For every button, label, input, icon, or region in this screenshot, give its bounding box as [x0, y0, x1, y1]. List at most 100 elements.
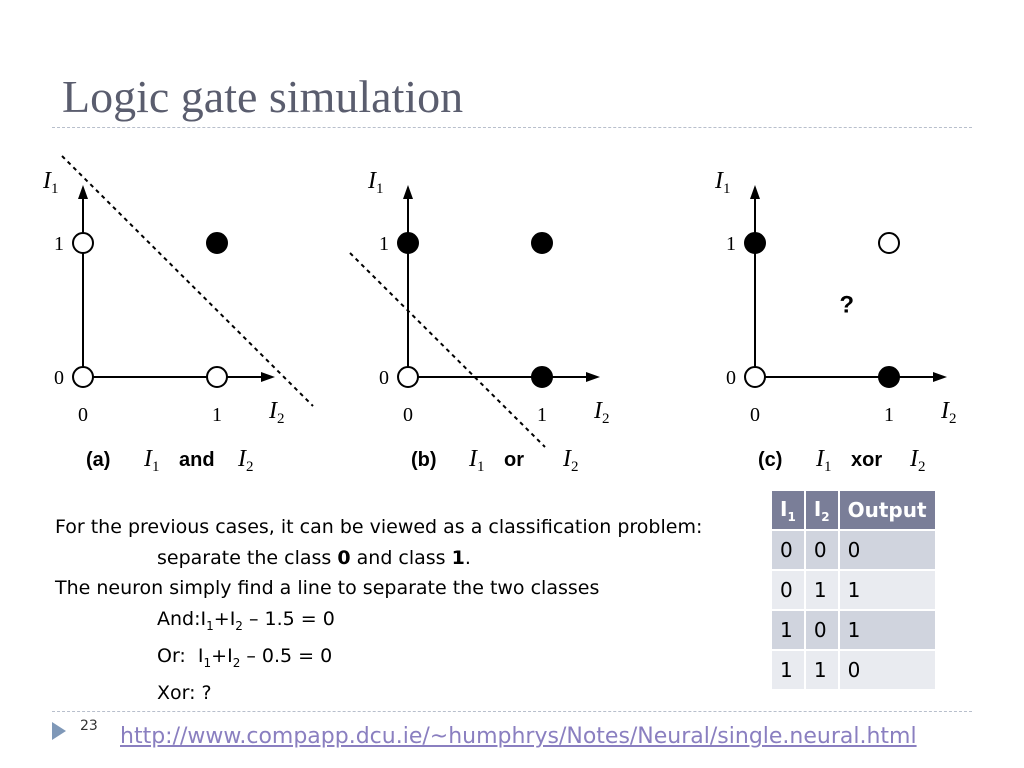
panel-1-x-tick-1: 1	[212, 404, 222, 426]
panel-3-caption-op: xor	[851, 449, 882, 471]
header-i1: I1	[770, 489, 806, 531]
eq-i2: I	[227, 644, 233, 667]
table-cell: 0	[770, 569, 806, 611]
table-cell: 0	[803, 529, 840, 571]
table-cell: 0	[837, 649, 937, 691]
eq-sub1: 1	[203, 655, 212, 670]
eq-plus: +	[213, 607, 230, 630]
panel-2-data-point	[531, 232, 553, 254]
line2-part-c: and class	[350, 546, 452, 569]
or-equation: Or: I1+I2 – 0.5 = 0	[55, 641, 702, 678]
header-output: Output	[837, 489, 937, 531]
panel-3-x-tick-1: 1	[884, 404, 894, 426]
panel-2-x-tick-1: 1	[537, 404, 547, 426]
triangle-bullet-icon	[52, 722, 66, 740]
panel-1-data-point	[206, 232, 228, 254]
header-i2-name: I	[813, 496, 822, 521]
panel-3-data-point	[878, 366, 900, 388]
panel-1-data-point	[206, 366, 228, 388]
title-divider	[52, 127, 972, 128]
panel-3-caption-var-left: I1	[815, 446, 832, 475]
table-cell: 1	[770, 649, 806, 691]
panel-3-data-point	[744, 232, 766, 254]
panel-1-data-point	[72, 232, 94, 254]
header-i2: I2	[803, 489, 840, 531]
table-cell: 1	[803, 649, 840, 691]
panel-1-y-tick-1: 1	[54, 233, 64, 255]
panel-3-y-tick-1: 1	[726, 233, 736, 255]
xor-line: Xor: ?	[157, 682, 212, 705]
footer-divider	[52, 711, 972, 712]
panel-1-x-tick-0: 0	[78, 404, 88, 426]
and-equation: And:I1+I2 – 1.5 = 0	[55, 604, 702, 641]
panel-1-caption-op: and	[179, 449, 215, 471]
panel-3-x-tick-0: 0	[750, 404, 760, 426]
panel-1-separator-line	[61, 155, 314, 407]
panel-2-separator-line	[349, 252, 546, 448]
header-i1-name: I	[780, 496, 788, 521]
eq-i2: I	[229, 607, 236, 630]
panel-3-caption-letter: (c)	[758, 449, 782, 471]
table-cell: 1	[770, 609, 806, 651]
panel-2-x-axis-label: I2	[593, 398, 610, 427]
panel-3-data-point	[744, 366, 766, 388]
table-cell: 1	[837, 569, 937, 611]
panel-2-data-point	[397, 366, 419, 388]
panel-3-question-mark: ?	[839, 292, 854, 319]
explanation-text: For the previous cases, it can be viewed…	[55, 512, 702, 709]
line2-part-a: separate the class	[157, 546, 338, 569]
panel-2-data-point	[397, 232, 419, 254]
header-i1-sub: 1	[787, 509, 796, 524]
line2-period: .	[464, 546, 471, 569]
text-line-3: The neuron simply find a line to separat…	[55, 577, 600, 599]
panel-3-y-axis-label: I1	[714, 168, 731, 197]
header-i2-sub: 2	[821, 509, 830, 524]
table-cell: 1	[837, 609, 937, 651]
panel-3-caption-var-right: I2	[909, 446, 926, 475]
panel-3-x-axis-label: I2	[940, 398, 957, 427]
table-cell: 0	[770, 529, 806, 571]
panel-2-caption-letter: (b)	[411, 449, 437, 471]
text-line-1: For the previous cases, it can be viewed…	[55, 516, 703, 538]
slide-title: Logic gate simulation	[62, 71, 464, 122]
panel-1-data-point	[72, 366, 94, 388]
table-cell: 0	[803, 609, 840, 651]
panel-2-data-point	[531, 366, 553, 388]
panel-3-data-point	[878, 232, 900, 254]
table-cell: 1	[803, 569, 840, 611]
panel-3-y-tick-0: 0	[726, 367, 736, 389]
or-label: Or:	[157, 644, 198, 667]
panel-1-x-axis-label: I2	[268, 398, 285, 427]
and-label: And:	[157, 607, 201, 630]
panel-1-y-tick-0: 0	[54, 367, 64, 389]
table-cell: 0	[837, 529, 937, 571]
text-line-2: separate the class 0 and class 1.	[55, 543, 702, 574]
panel-2-x-tick-0: 0	[403, 404, 413, 426]
or-eq-tail: – 0.5 = 0	[240, 644, 333, 667]
panel-1-caption-var-left: I1	[143, 446, 160, 475]
eq-plus: +	[211, 644, 228, 667]
eq-sub2: 2	[232, 655, 241, 670]
table-header-row: I1 I2 Output	[770, 489, 937, 531]
eq-sub2: 2	[235, 618, 243, 633]
panel-2-caption-var-right: I2	[562, 446, 579, 475]
and-eq-tail: – 1.5 = 0	[242, 607, 335, 630]
panel-2-y-tick-0: 0	[379, 367, 389, 389]
reference-link[interactable]: http://www.compapp.dcu.ie/~humphrys/Note…	[120, 724, 917, 749]
class-1-label: 1	[451, 546, 465, 569]
page-number: 23	[80, 718, 98, 734]
panel-1-y-axis-label: I1	[42, 168, 59, 197]
panel-2-caption-op: or	[504, 449, 524, 471]
eq-sub1: 1	[206, 618, 214, 633]
panel-2-y-axis-label: I1	[367, 168, 384, 197]
eq-i1: I	[197, 644, 204, 667]
class-0-label: 0	[337, 546, 351, 569]
eq-i1: I	[200, 607, 207, 630]
panel-1-caption-var-right: I2	[237, 446, 254, 475]
